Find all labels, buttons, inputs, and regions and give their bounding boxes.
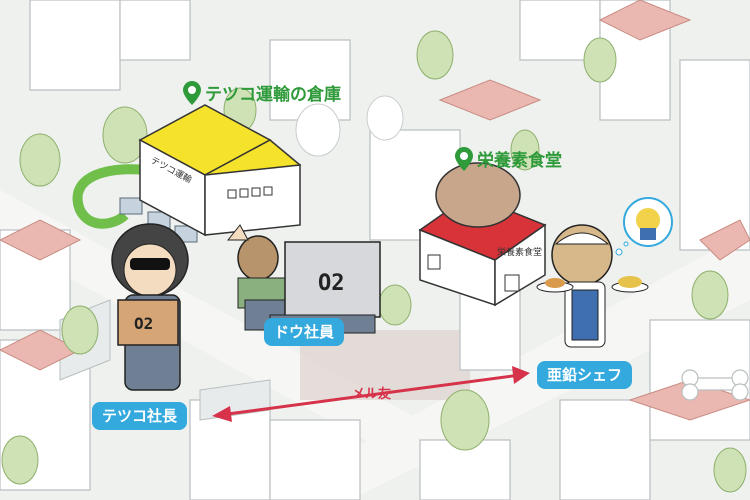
location-pin-icon	[183, 80, 201, 105]
warehouse-building	[138, 104, 302, 237]
small-o2-box	[117, 299, 179, 346]
small-box-label: O2	[134, 314, 153, 333]
employee-name-tag: ドウ社員	[264, 318, 345, 346]
warehouse-name: テツコ運輸の倉庫	[205, 85, 341, 105]
employee-character	[226, 224, 289, 331]
cafeteria-name: 栄養素食堂	[477, 151, 562, 171]
delivery-trucks	[119, 197, 198, 243]
warehouse-pin-label: テツコ運輸の倉庫	[183, 80, 341, 105]
truck-box-label: O2	[318, 271, 345, 296]
cafeteria-sign: 栄養素食堂	[497, 246, 542, 258]
chef-thought-bubble	[615, 197, 673, 256]
friendship-arrow	[212, 366, 530, 422]
location-pin-icon	[455, 146, 473, 171]
chef-character	[536, 224, 649, 348]
cafeteria-building	[418, 162, 547, 307]
cafeteria-pin-label: 栄養素食堂	[455, 146, 562, 171]
chef-name-tag: 亜鉛シェフ	[537, 361, 633, 389]
president-name-tag: テツコ社長	[92, 402, 188, 430]
relation-label: メル友	[352, 387, 392, 402]
